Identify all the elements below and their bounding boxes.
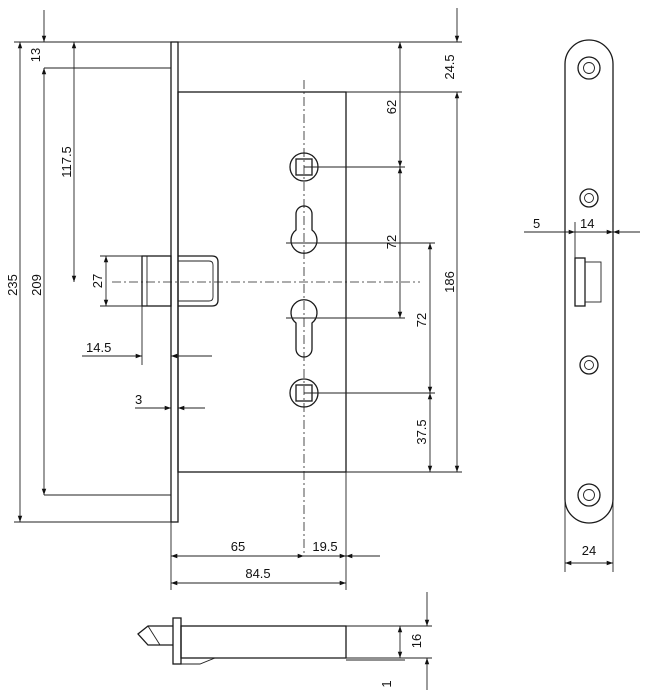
dim-37-5: 37.5 — [414, 419, 429, 444]
front-dimensions: 13 235 209 117.5 27 14.5 3 24.5 62 72 72… — [5, 8, 462, 590]
dim-13: 13 — [28, 48, 43, 62]
latch-bolt — [141, 255, 219, 307]
dim-62: 62 — [384, 100, 399, 114]
dim-84-5: 84.5 — [245, 566, 270, 581]
latch-tip — [137, 625, 173, 646]
dim-72-lower: 72 — [414, 313, 429, 327]
bottom-view: 16 1 — [137, 592, 432, 690]
top-screw-hole — [577, 56, 601, 80]
side-view-faceplate: 5 14 24 — [524, 39, 640, 572]
dim-19-5: 19.5 — [312, 539, 337, 554]
dim-3: 3 — [135, 392, 142, 407]
dim-235: 235 — [5, 274, 20, 296]
dim-24-5: 24.5 — [442, 54, 457, 79]
faceplate-outline — [564, 39, 614, 524]
faceplate-edge — [172, 617, 182, 665]
dim-24: 24 — [582, 543, 596, 558]
dim-209: 209 — [29, 274, 44, 296]
cylinder-cutout — [290, 299, 318, 358]
dim-14: 14 — [580, 216, 594, 231]
latch-opening — [574, 257, 602, 307]
upper-keyhole — [290, 205, 318, 254]
dim-117-5: 117.5 — [59, 146, 74, 178]
upper-screw-hole — [579, 188, 599, 208]
dim-72-upper: 72 — [384, 235, 399, 249]
dim-14-5: 14.5 — [86, 340, 111, 355]
front-view — [112, 41, 435, 555]
lower-screw-hole — [579, 355, 599, 375]
dim-65: 65 — [231, 539, 245, 554]
dim-16: 16 — [409, 634, 424, 648]
case-top — [180, 625, 347, 659]
bottom-screw-hole — [577, 483, 601, 507]
dim-1: 1 — [379, 680, 394, 687]
dim-27: 27 — [90, 274, 105, 288]
dim-186: 186 — [442, 271, 457, 293]
dim-5: 5 — [533, 216, 540, 231]
